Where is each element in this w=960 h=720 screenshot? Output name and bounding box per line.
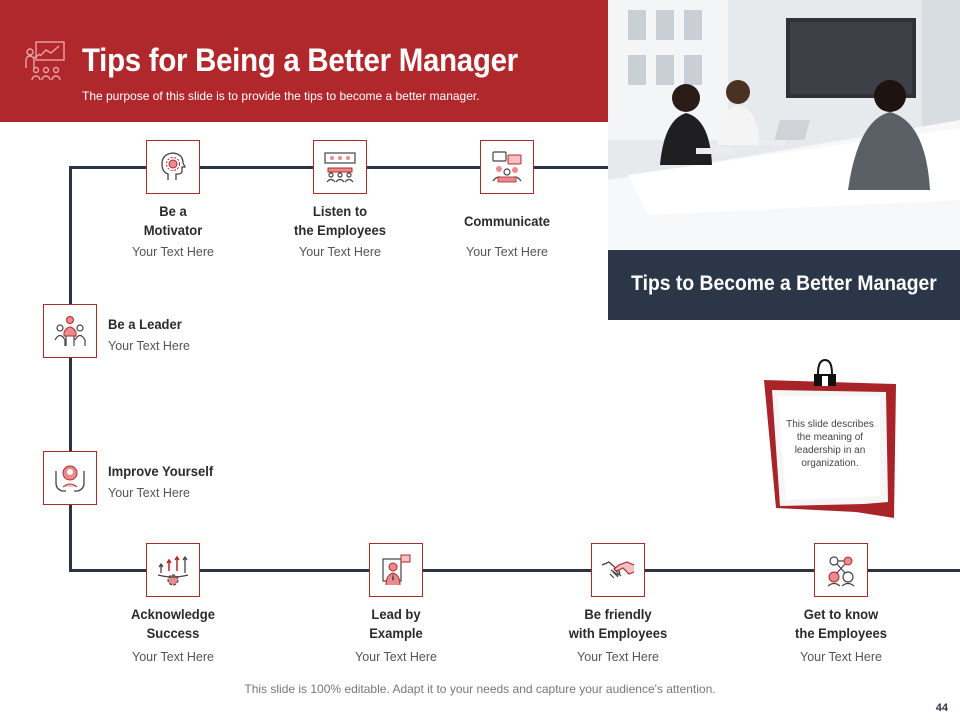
lead-example-icon-box: [369, 543, 423, 597]
leader-title: Be a Leader: [108, 316, 182, 332]
page-subtitle: The purpose of this slide is to provide …: [82, 89, 480, 103]
acknowledge-title: Acknowledge Success: [116, 605, 229, 643]
motivator-title-line1: Be a: [159, 203, 187, 219]
know-title: Get to know the Employees: [780, 605, 903, 643]
improve-title: Improve Yourself: [108, 463, 214, 479]
presentation-icon: [25, 41, 65, 81]
friendly-title-line2: with Employees: [568, 625, 668, 641]
leader-text: Your Text Here: [108, 339, 190, 353]
motivator-text: Your Text Here: [132, 245, 214, 259]
communicate-title-line1: Communicate: [463, 213, 551, 229]
caption-box: Tips to Become a Better Manager: [608, 250, 960, 320]
head-gear-icon: [161, 152, 187, 180]
meeting-photo: [608, 0, 960, 250]
know-title-line2: the Employees: [795, 625, 887, 641]
communicate-text: Your Text Here: [466, 245, 548, 259]
motivator-icon-box: [146, 140, 200, 194]
friendly-icon-box: [591, 543, 645, 597]
leader-icon-box: [43, 304, 97, 358]
presenter-icon: [382, 554, 411, 586]
motivator-title-line2: Motivator: [143, 222, 203, 238]
note-frame: [764, 358, 896, 518]
listen-title-line2: the Employees: [294, 222, 386, 238]
improve-text: Your Text Here: [108, 486, 190, 500]
self-care-icon: [55, 465, 85, 492]
friendly-text: Your Text Here: [577, 650, 659, 664]
listen-text: Your Text Here: [299, 245, 381, 259]
know-text: Your Text Here: [800, 650, 882, 664]
acknowledge-text: Your Text Here: [132, 650, 214, 664]
footer-text: This slide is 100% editable. Adapt it to…: [244, 682, 716, 696]
network-people-icon: [827, 556, 855, 587]
note-text: This slide describes the meaning of lead…: [786, 419, 874, 469]
listen-title-line1: Listen to: [312, 203, 368, 219]
communicate-title: Communicate: [450, 212, 563, 231]
page-number: 44: [935, 702, 948, 714]
handshake-icon: [601, 561, 635, 579]
timeline-bottom-line: [69, 569, 960, 572]
listen-title: Listen to the Employees: [283, 202, 396, 240]
sticky-note: [756, 356, 902, 526]
motivator-title: Be a Motivator: [116, 202, 229, 240]
page-title: Tips for Being a Better Manager: [82, 42, 518, 78]
friendly-title-line1: Be friendly: [584, 606, 652, 622]
communicate-icon-box: [480, 140, 534, 194]
improve-icon-box: [43, 451, 97, 505]
acknowledge-icon-box: [146, 543, 200, 597]
growth-gear-icon: [157, 555, 189, 586]
acknowledge-title-line1: Acknowledge: [131, 606, 215, 622]
friendly-title: Be friendly with Employees: [557, 605, 680, 643]
acknowledge-title-line2: Success: [146, 625, 200, 641]
caption-title: Tips to Become a Better Manager: [631, 272, 937, 295]
meeting-illustration: [608, 0, 960, 250]
know-title-line1: Get to know: [803, 606, 879, 622]
chat-people-icon: [492, 151, 522, 183]
lead-example-text: Your Text Here: [355, 650, 437, 664]
binder-clip-icon: [814, 358, 836, 386]
lead-example-title-line1: Lead by: [371, 606, 421, 622]
meeting-icon: [324, 152, 356, 183]
lead-example-title-line2: Example: [369, 625, 423, 641]
lead-example-title: Lead by Example: [339, 605, 452, 643]
header-band: Tips for Being a Better Manager The purp…: [0, 0, 608, 122]
timeline-left-line: [69, 166, 72, 571]
know-icon-box: [814, 543, 868, 597]
listen-icon-box: [313, 140, 367, 194]
team-leader-icon: [54, 316, 86, 346]
